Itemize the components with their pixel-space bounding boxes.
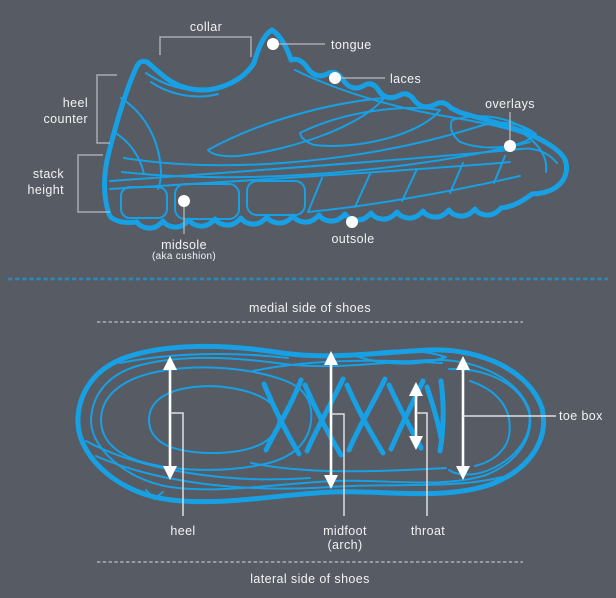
laces-dot — [329, 72, 341, 84]
midsole-groove — [493, 155, 506, 184]
flex-notch — [145, 489, 164, 500]
top-view-measure-arrows — [163, 351, 470, 489]
stack-height-label: stack height — [4, 166, 64, 198]
stack-height-bracket — [77, 154, 110, 213]
heel-label: heel — [170, 524, 196, 538]
midsole-groove — [401, 168, 418, 202]
toe-inner-line — [448, 367, 531, 476]
lace-stroke — [424, 384, 444, 441]
midsole-groove — [307, 177, 323, 213]
outsole-dot — [346, 216, 358, 228]
midfoot-arrow — [324, 351, 338, 489]
midsole-dot — [178, 195, 190, 207]
heel-counter-bracket — [96, 74, 117, 144]
sole-sweep-line — [95, 455, 503, 490]
forefoot-overlay-leaf — [299, 107, 441, 147]
toe-box-arrow — [456, 356, 470, 480]
side-view-shoe-drawing — [102, 27, 569, 231]
collar-bracket — [159, 36, 252, 57]
outsole-label: outsole — [331, 232, 375, 246]
lace-stroke — [304, 376, 346, 454]
top-edge-sweep — [119, 352, 289, 364]
annotation-dots — [178, 38, 516, 228]
sole-sweep-line-2 — [85, 440, 311, 481]
heel-counter-label-line2: counter — [43, 112, 88, 126]
midfoot-overlay-leaf — [207, 97, 385, 158]
collar-inner-line — [145, 69, 251, 92]
eyestay-bottom-rail — [250, 462, 447, 473]
laces-label: laces — [390, 72, 422, 86]
midsole-top-line — [109, 147, 558, 182]
heel-counter-seam-2 — [113, 131, 145, 175]
overlays-label: overlays — [485, 97, 535, 111]
collar-inner-line-2 — [150, 81, 219, 98]
midsole-groove — [449, 162, 464, 194]
heel-connector-line — [170, 412, 184, 516]
heel-collar-inner-oval — [148, 385, 280, 455]
side-shoe-inner-lines — [109, 69, 558, 220]
throat-connector-line — [416, 412, 428, 516]
heel-counter-label-line1: heel — [62, 96, 88, 110]
side-shoe-outline — [102, 27, 569, 231]
heel-counter-label: heel counter — [18, 95, 88, 127]
top-view-connector-lines — [170, 412, 556, 516]
midfoot-connector-line — [331, 413, 345, 516]
midfoot-label: midfoot — [323, 524, 367, 538]
stack-height-label-line1: stack — [32, 167, 64, 181]
lace-stroke — [263, 377, 304, 453]
upper-sweep-line — [123, 121, 537, 167]
tongue-label: tongue — [331, 38, 372, 52]
side-view-annotations — [77, 36, 511, 234]
lace-stroke — [388, 378, 426, 452]
medial-side-caption: medial side of shoes — [249, 301, 371, 315]
midsole-bottom-sweep — [307, 175, 521, 213]
midfoot-sublabel: (arch) — [327, 538, 363, 552]
top-shoe-inner-lines — [85, 349, 532, 500]
heel-arrow — [163, 356, 177, 480]
midsole-pod — [246, 180, 306, 216]
lateral-side-caption: lateral side of shoes — [250, 572, 370, 586]
throat-label: throat — [410, 524, 446, 538]
tongue-dot — [267, 38, 279, 50]
top-edge-leaf — [355, 349, 447, 365]
top-view-shoe-drawing — [75, 343, 546, 505]
toe-box-label: toe box — [559, 409, 603, 423]
heel-counter-seam — [120, 97, 162, 190]
collar-label: collar — [189, 20, 223, 34]
midsole-groove — [354, 173, 371, 208]
midsole-top-line-2 — [109, 161, 511, 190]
heel-collar-outer-oval — [100, 366, 313, 471]
eyestay-sweep-line — [294, 69, 542, 142]
top-shoe-outline — [75, 343, 546, 505]
stack-height-label-line2: height — [27, 183, 64, 197]
midsole-pod — [174, 183, 240, 220]
lace-stroke — [437, 378, 446, 454]
midsole-pod — [120, 186, 168, 219]
throat-arrow — [409, 382, 423, 450]
midsole-label: midsole — [161, 238, 207, 252]
toe-cap-curve — [469, 380, 511, 467]
lace-stroke — [346, 376, 388, 453]
overlays-dot — [504, 140, 516, 152]
midsole-sublabel: (aka cushion) — [152, 251, 216, 262]
